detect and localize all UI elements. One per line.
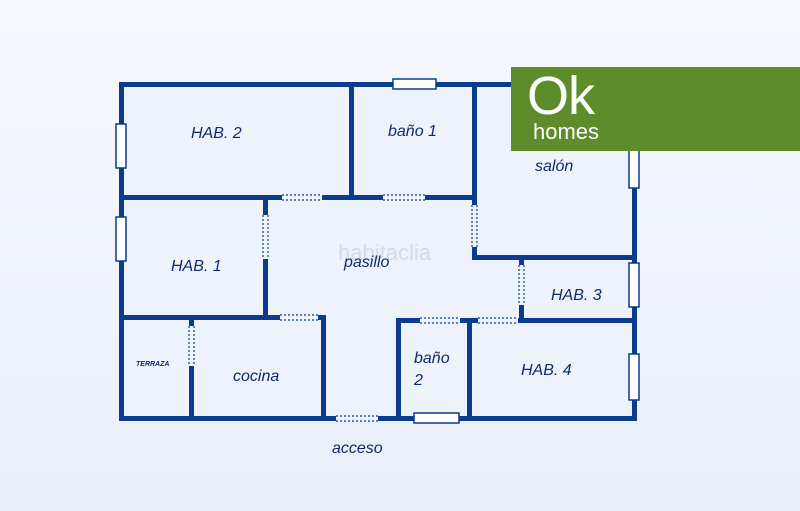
room-label-cocina: cocina xyxy=(233,368,279,385)
room-label-hab3: HAB. 3 xyxy=(551,287,602,304)
windows xyxy=(115,78,640,424)
wall-hab2-bano1 xyxy=(349,85,354,197)
wall-pasillo-bano2 xyxy=(396,318,401,418)
wall-hab1-cocina xyxy=(120,315,325,320)
room-label-hab2: HAB. 2 xyxy=(191,125,242,142)
wall-bano2-hab4 xyxy=(467,318,472,418)
room-label-bano2-line2: 2 xyxy=(413,372,423,389)
watermark: habitaclia xyxy=(338,240,432,265)
outer-wall-top xyxy=(119,82,637,87)
room-label-hab4: HAB. 4 xyxy=(521,362,572,379)
room-label-bano1: baño 1 xyxy=(388,123,437,140)
logo-ok-text: Ok xyxy=(527,66,595,126)
room-label-bano2-line1: baño xyxy=(414,350,450,367)
wall-cocina-pasillo xyxy=(321,315,326,418)
room-label-terraza: TERRAZA xyxy=(136,361,169,368)
wall-salon-hab3 xyxy=(472,255,634,260)
logo-homes-text: homes xyxy=(533,119,600,144)
access-label: acceso xyxy=(332,440,383,457)
outer-wall-right xyxy=(632,82,637,421)
room-label-hab1: HAB. 1 xyxy=(171,258,222,275)
wall-bano1-salon xyxy=(472,85,477,257)
okhomes-logo: Ok homes xyxy=(511,67,800,151)
room-label-salon: salón xyxy=(535,158,573,175)
doors xyxy=(188,194,525,422)
wall-terraza-cocina xyxy=(189,318,194,418)
room-label-pasillo: pasillo xyxy=(343,254,389,271)
